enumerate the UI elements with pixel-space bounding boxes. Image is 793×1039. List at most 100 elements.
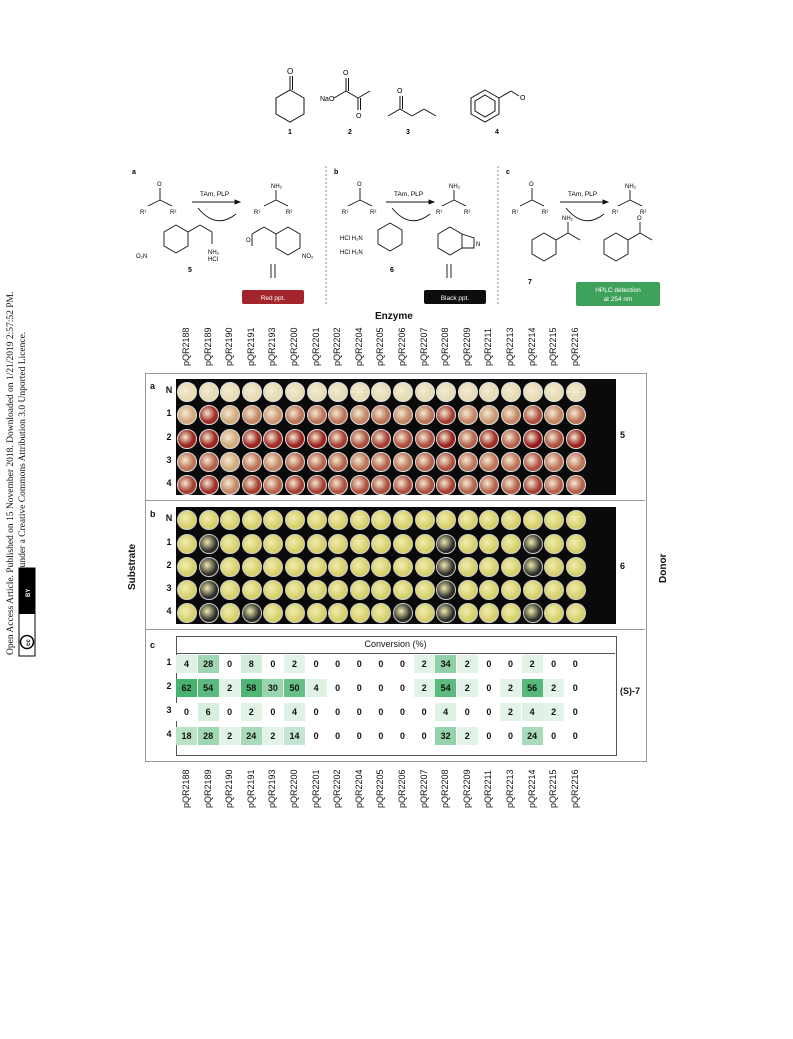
svg-text:NH₂: NH₂ <box>449 184 461 190</box>
conversion-cell: 50 <box>284 679 305 697</box>
conversion-cell: 0 <box>478 679 500 697</box>
panel-b-label: b <box>150 509 156 519</box>
well-a <box>565 475 586 495</box>
scheme-c-reagents: TAm, PLP <box>568 191 597 198</box>
svg-text:HCl H₂N: HCl H₂N <box>340 236 363 242</box>
conversion-cell: 0 <box>176 703 197 721</box>
conversion-cell: 30 <box>262 679 284 697</box>
well-b <box>349 603 370 623</box>
conversion-cell: 32 <box>435 727 457 745</box>
well-a <box>198 475 219 495</box>
conversion-cell: 62 <box>176 679 197 697</box>
divider-bc <box>145 629 645 630</box>
scheme-b-label: b <box>334 169 338 176</box>
conversion-row-label: 3 <box>166 705 172 715</box>
well-a <box>371 382 392 402</box>
red-ppt-badge <box>242 290 304 304</box>
well-a <box>285 475 305 495</box>
conversion-cell: 0 <box>564 679 586 697</box>
well-a <box>371 452 392 472</box>
substrate-4-structure <box>470 89 520 123</box>
well-a <box>479 452 500 472</box>
well-a <box>349 429 370 449</box>
well-a <box>457 475 478 495</box>
well-b <box>306 603 327 623</box>
well-b <box>457 510 478 530</box>
conversion-cell: 2 <box>543 679 565 697</box>
conversion-cell: 2 <box>219 679 241 697</box>
svg-text:R²: R² <box>370 210 376 216</box>
well-a <box>328 452 349 472</box>
well-a <box>371 429 392 449</box>
well-b <box>328 603 349 623</box>
well-b <box>263 603 284 623</box>
well-a <box>263 405 284 425</box>
well-b <box>393 534 413 554</box>
well-a <box>198 429 219 449</box>
well-a <box>220 405 241 425</box>
conversion-cell: 0 <box>564 703 586 721</box>
conversion-cell: 0 <box>392 727 413 745</box>
well-a <box>220 452 241 472</box>
well-b <box>306 557 327 577</box>
well-a <box>501 429 521 449</box>
plate-row-label: 1 <box>166 537 172 547</box>
well-a <box>414 475 435 495</box>
well-b <box>285 534 305 554</box>
well-b <box>198 557 219 577</box>
substrate-1-label: 1 <box>288 129 292 136</box>
well-a <box>436 452 457 472</box>
enzyme-label-top: pQR2207 <box>418 327 429 366</box>
well-b <box>436 580 457 600</box>
well-b <box>349 510 370 530</box>
conversion-cell: 0 <box>392 655 413 673</box>
well-a <box>177 382 197 402</box>
well-b <box>220 603 241 623</box>
scheme-c-result-2: at 254 nm <box>604 296 633 303</box>
enzyme-label-bottom: pQR2206 <box>397 769 407 808</box>
conversion-cell: 58 <box>240 679 262 697</box>
conversion-cell: 2 <box>456 727 478 745</box>
well-b <box>414 510 435 530</box>
svg-text:O: O <box>157 182 162 188</box>
well-a <box>393 475 413 495</box>
conversion-cell: 0 <box>413 727 435 745</box>
well-a <box>414 429 435 449</box>
well-a <box>479 475 500 495</box>
enzyme-label-top: pQR2204 <box>353 327 364 366</box>
svg-text:R¹: R¹ <box>612 210 618 216</box>
svg-text:O₂N: O₂N <box>136 254 147 260</box>
conversion-row-label: 1 <box>166 657 172 667</box>
well-b <box>177 603 197 623</box>
conversion-cell: 0 <box>392 703 413 721</box>
svg-text:O: O <box>637 216 642 222</box>
well-b <box>241 580 262 600</box>
well-a <box>457 382 478 402</box>
scheme-c-label: c <box>506 169 510 176</box>
substrate-3-label: 3 <box>406 129 410 136</box>
by-label: BY <box>26 589 32 597</box>
cc-by-badge[interactable]: cc BY <box>18 567 36 657</box>
svg-text:R²: R² <box>170 210 176 216</box>
conversion-cell: 0 <box>305 703 327 721</box>
well-a <box>522 429 543 449</box>
conversion-cell: 24 <box>521 727 543 745</box>
well-a <box>285 452 305 472</box>
well-a <box>285 382 305 402</box>
conversion-cell: 0 <box>327 727 349 745</box>
well-a <box>306 382 327 402</box>
well-b <box>457 580 478 600</box>
well-b <box>371 557 392 577</box>
well-a <box>436 429 457 449</box>
well-b <box>285 557 305 577</box>
well-a <box>177 452 197 472</box>
conversion-cell: 0 <box>456 703 478 721</box>
well-b <box>479 603 500 623</box>
well-b <box>522 603 543 623</box>
hplc-badge <box>576 282 660 306</box>
conversion-cell: 0 <box>327 679 349 697</box>
well-b <box>479 510 500 530</box>
well-b <box>328 534 349 554</box>
panel-b-donor: 6 <box>620 561 626 571</box>
